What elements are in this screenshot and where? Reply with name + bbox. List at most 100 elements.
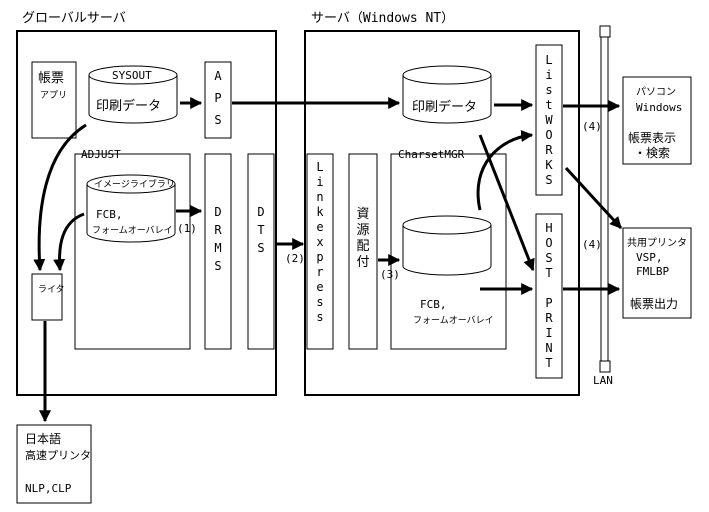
- shared-printer-label-2: VSP,: [636, 251, 663, 264]
- listworks-char-4: t: [545, 98, 552, 112]
- hostprint-char-10: T: [545, 356, 552, 370]
- step-label-1: (1): [177, 222, 197, 235]
- server-print-data-cylinder: [402, 65, 492, 124]
- aps-char-3: S: [214, 113, 221, 127]
- server-fcb-cylinder: [402, 215, 492, 276]
- print-data-label: 印刷データ: [96, 98, 161, 114]
- charsetmgr-label: CharsetMGR: [398, 148, 465, 161]
- pc-label-4: ・検索: [634, 146, 670, 160]
- hostprint-char-4: T: [545, 266, 552, 280]
- aps-char-2: P: [214, 91, 221, 105]
- hostprint-char-7: R: [545, 311, 553, 325]
- listworks-char-6: O: [545, 128, 552, 142]
- listworks-box: [535, 44, 563, 196]
- linkexpress-char-3: n: [316, 190, 323, 204]
- japanese-printer-box: [16, 424, 92, 504]
- arrow-app-writer: [33, 123, 87, 272]
- printer-label-2: 高速プリンタ: [25, 448, 91, 462]
- global-server-frame: [16, 30, 277, 396]
- linkexpress-char-10: s: [316, 295, 323, 309]
- lan-label: LAN: [593, 374, 613, 387]
- linkexpress-char-5: e: [316, 220, 323, 234]
- arrow-fcb-listworks: [476, 130, 534, 211]
- printer-label-1: 日本語: [25, 431, 61, 446]
- shared-printer-box: [622, 227, 692, 319]
- listworks-char-2: i: [545, 68, 552, 82]
- printer-label-3: NLP,CLP: [25, 482, 72, 495]
- chohyo-app-label-2: アプリ: [40, 90, 67, 101]
- arrow-fcb-writer: [53, 212, 85, 272]
- drms-box: [204, 153, 232, 350]
- pc-label-1: パソコン: [636, 86, 676, 98]
- global-server-title: グローバルサーバ: [22, 11, 126, 26]
- hostprint-char-9: N: [545, 341, 552, 355]
- shared-printer-label-3: FMLBP: [636, 265, 669, 278]
- shigen-char-3: 配: [356, 239, 369, 254]
- drms-char-1: D: [214, 205, 221, 219]
- server-title: サーバ（Windows NT）: [311, 11, 454, 26]
- listworks-char-1: L: [545, 53, 552, 67]
- image-library-label: イメージライブラリ: [94, 178, 175, 190]
- pc-label-2: Windows: [636, 101, 682, 114]
- linkexpress-char-4: k: [316, 205, 324, 219]
- linkexpress-char-11: s: [316, 310, 323, 324]
- server-fcb-label: FCB,: [420, 298, 447, 311]
- linkexpress-char-2: i: [316, 175, 323, 189]
- hostprint-char-6: P: [545, 296, 552, 310]
- aps-box: [204, 61, 232, 139]
- image-library-cylinder: [86, 174, 176, 243]
- pc-label-3: 帳票表示: [628, 131, 676, 145]
- drms-char-4: S: [214, 259, 221, 273]
- linkexpress-char-6: x: [316, 235, 323, 249]
- lan-line: [599, 25, 611, 373]
- linkexpress-char-8: r: [316, 265, 323, 279]
- chohyo-app-box: [31, 61, 77, 139]
- shared-printer-label-1: 共用プリンタ: [627, 237, 687, 249]
- dts-char-3: S: [257, 241, 264, 255]
- dts-char-2: T: [257, 223, 264, 237]
- shigen-haifu-box: [348, 153, 378, 350]
- sysout-label: SYSOUT: [112, 69, 152, 82]
- server-overlay-label: フォームオーバレイ: [413, 315, 494, 326]
- sysout-cylinder: [88, 65, 178, 124]
- adjust-box: [74, 153, 191, 350]
- aps-char-1: A: [214, 69, 222, 83]
- listworks-char-5: W: [545, 113, 553, 127]
- step-label-4a: (4): [582, 120, 602, 133]
- linkexpress-char-7: p: [316, 250, 323, 264]
- step-label-4b: (4): [582, 238, 602, 251]
- overlay-label: フォームオーバレイ: [92, 225, 173, 236]
- shigen-char-4: 付: [356, 255, 369, 270]
- listworks-char-9: S: [545, 173, 552, 187]
- hostprint-char-2: O: [545, 236, 552, 250]
- writer-label: ライタ: [38, 284, 65, 295]
- step-label-2: (2): [285, 252, 305, 265]
- hostprint-char-3: S: [545, 251, 552, 265]
- dts-box: [247, 153, 275, 350]
- server-print-data-label: 印刷データ: [412, 99, 477, 115]
- linkexpress-box: [306, 153, 334, 350]
- shigen-char-2: 源: [356, 223, 369, 238]
- chohyo-app-label-1: 帳票: [38, 71, 64, 86]
- step-label-3: (3): [380, 268, 400, 281]
- fcb-label: FCB,: [96, 208, 123, 221]
- arrow-listworks-printer: [564, 166, 623, 230]
- listworks-char-7: R: [545, 143, 553, 157]
- pc-box: [622, 76, 692, 165]
- hostprint-box: [535, 213, 563, 379]
- linkexpress-char-9: e: [316, 280, 323, 294]
- drms-char-3: M: [214, 241, 221, 255]
- writer-box: [31, 273, 63, 321]
- server-frame: [304, 30, 580, 396]
- adjust-label: ADJUST: [81, 148, 121, 161]
- hostprint-char-8: I: [545, 326, 552, 340]
- shared-printer-label-4: 帳票出力: [630, 297, 678, 311]
- dts-char-1: D: [257, 205, 264, 219]
- listworks-char-8: K: [545, 158, 553, 172]
- linkexpress-char-1: L: [316, 160, 323, 174]
- charsetmgr-box: [390, 153, 507, 350]
- hostprint-char-1: H: [545, 221, 552, 235]
- shigen-char-1: 資: [356, 207, 369, 222]
- drms-char-2: R: [214, 223, 222, 237]
